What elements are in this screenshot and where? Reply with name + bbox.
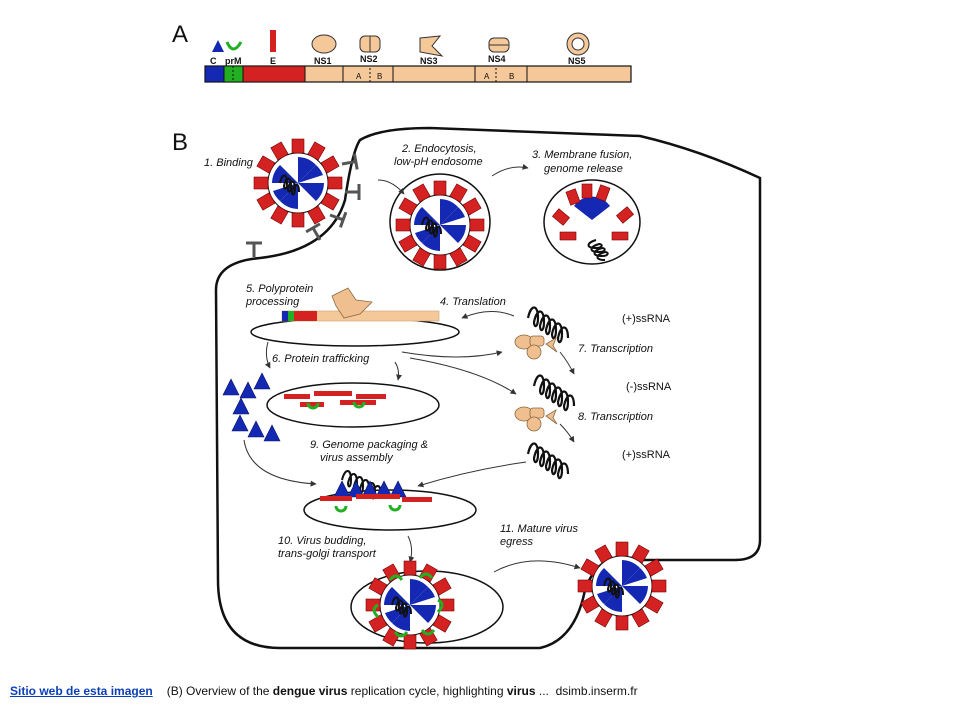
step-transcription-8: 8. Transcription [578, 411, 653, 423]
gene-label-e: E [270, 56, 276, 66]
step-budding-2: trans-golgi transport [278, 548, 377, 560]
endosome-3 [543, 179, 641, 265]
replication-complex-7 [514, 334, 558, 360]
gene-label-c: C [210, 56, 217, 66]
cell-membrane [214, 126, 762, 650]
step-budding-1: 10. Virus budding, [278, 535, 366, 547]
rna-minus: (-)ssRNA [626, 381, 672, 393]
prm-caps [372, 572, 444, 638]
step-transcription-7: 7. Transcription [578, 343, 653, 355]
plus-rna-strand-2 [526, 442, 570, 480]
source-link[interactable]: Sitio web de esta imagen [10, 684, 153, 698]
panel-b-label: B [172, 129, 188, 156]
caption-source: dsimb.inserm.fr [555, 684, 638, 698]
gene-label-prm: prM [225, 56, 242, 66]
mature-virion [577, 541, 667, 631]
replication-complex-8 [514, 406, 558, 432]
step-fusion-2: genome release [544, 163, 623, 175]
assembling-virion [320, 470, 432, 513]
rna-plus-2: (+)ssRNA [622, 449, 671, 461]
er-trafficking-proteins [284, 391, 386, 410]
step-translation: 4. Translation [440, 296, 506, 308]
gene-label-ns2: NS2 [360, 54, 378, 64]
receptor-3 [325, 205, 348, 229]
capsid-proteins-bottom [231, 414, 281, 442]
er-polyprotein [250, 317, 460, 347]
capsid-proteins-top [222, 372, 271, 415]
protease-icon [331, 287, 373, 319]
gene-label-ns4: NS4 [488, 54, 506, 64]
capsid-icon [212, 40, 224, 52]
image-caption: Sitio web de esta imagen (B) Overview of … [10, 684, 950, 702]
step-fusion-1: 3. Membrane fusion, [532, 149, 632, 161]
gene-label-ns5: NS5 [568, 56, 586, 66]
ns3-icon [419, 35, 444, 57]
step-binding: 1. Binding [204, 157, 254, 169]
receptor-5 [244, 241, 264, 259]
step-packaging-2: virus assembly [320, 452, 394, 464]
caption-bold-1: dengue virus [272, 684, 348, 698]
step-endocytosis-2: low-pH endosome [394, 156, 483, 168]
receptor-1 [339, 152, 359, 174]
step-polyprotein-1: 5. Polyprotein [246, 283, 313, 295]
fused-virion [552, 183, 634, 261]
minus-rna-strand [532, 374, 576, 412]
gene-labels: C prM E NS1 NS2 NS3 NS4 NS5 A B A B [210, 54, 586, 81]
step-endocytosis-1: 2. Endocytosis, [401, 143, 477, 155]
step-egress-1: 11. Mature virus [500, 523, 579, 535]
step-trafficking: 6. Protein trafficking [272, 353, 370, 365]
caption-bold-2: virus [506, 684, 536, 698]
prm-icon [225, 41, 243, 51]
ns2-sub-b: B [377, 72, 382, 81]
ns4-sub-b: B [509, 72, 514, 81]
genome-bar [204, 65, 632, 83]
ns2-sub-a: A [356, 72, 362, 81]
binding-virion [253, 138, 343, 228]
caption-suffix: ... [535, 684, 549, 698]
gene-label-ns3: NS3 [420, 56, 438, 66]
step-egress-2: egress [500, 536, 534, 548]
ns1-icon [311, 34, 337, 54]
panel-a-label: A [172, 21, 188, 48]
caption-prefix: (B) Overview of the [166, 684, 273, 698]
gene-icons [212, 30, 590, 57]
step-polyprotein-2: processing [245, 296, 300, 308]
envelope-icon [270, 30, 276, 52]
step-packaging-1: 9. Genome packaging & [310, 439, 428, 451]
rna-plus-1: (+)ssRNA [622, 313, 671, 325]
gene-label-ns1: NS1 [314, 56, 332, 66]
caption-middle: replication cycle, highlighting [347, 684, 507, 698]
ns4-sub-a: A [484, 72, 490, 81]
